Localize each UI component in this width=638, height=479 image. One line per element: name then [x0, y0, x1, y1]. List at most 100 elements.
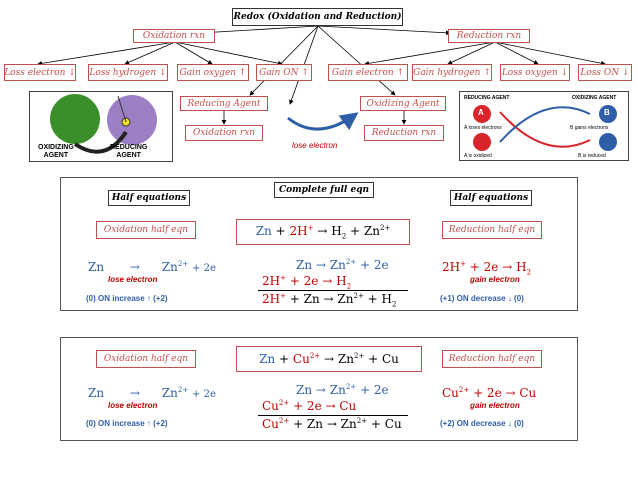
- ox-item-gain-oxygen: Gain oxygen ↑: [177, 64, 249, 81]
- eq-sup: 2+: [345, 258, 357, 266]
- oxidizing-agent-box: Oxidizing Agent: [360, 96, 446, 111]
- red-item-label: Loss oxygen ↓: [501, 67, 569, 78]
- eq-term: Zn → Zn: [296, 383, 346, 397]
- eq-term: Zn: [161, 260, 178, 274]
- eq-term: Zn: [259, 352, 276, 366]
- ra-title-text: REDUCING AGENT: [464, 95, 510, 101]
- eq-term: H: [331, 223, 342, 238]
- ox-item-label: Loss electron ↓: [4, 67, 76, 78]
- p2-lose-electron: lose electron: [108, 401, 158, 410]
- eq-term: Cu: [381, 352, 399, 366]
- eq-term: Zn: [88, 386, 105, 400]
- eq-term: + Zn → Zn: [285, 292, 354, 306]
- red-item-label: Gain electron ↑: [331, 67, 405, 78]
- oxidation-rxn-box: Oxidation rxn: [133, 29, 215, 43]
- eq-arrow: →: [129, 386, 140, 400]
- eq-arrow: →: [317, 223, 328, 238]
- eq-term: + Zn → Zn: [289, 417, 357, 431]
- p2-mid-eq-1: Zn → Zn2+ + 2e: [296, 383, 389, 397]
- red-item-label: Gain hydrogen ↑: [413, 67, 491, 78]
- eq-sup: 2+: [309, 352, 321, 360]
- p2-mid-eq-3: Cu2+ + Zn → Zn2+ + Cu: [262, 417, 402, 431]
- eq-sup: +: [307, 223, 314, 232]
- eq-rest: + 2e → H: [285, 274, 347, 288]
- eq-sub: 2: [346, 282, 352, 291]
- p2-gain-electron: gain electron: [470, 401, 520, 410]
- reduction-rxn-label: Reduction rxn: [456, 31, 522, 41]
- eq-term: 2H: [442, 260, 461, 274]
- eq-sup: 2+: [177, 386, 189, 394]
- half-eqn-right-label: Half equations: [453, 193, 529, 203]
- oxidizing-agent-label: Oxidizing Agent: [366, 98, 440, 109]
- half-eqn-right-box: Half equations: [450, 190, 532, 206]
- page-title: Redox (Oxidation and Reduction): [233, 12, 402, 22]
- eq-term: Cu: [292, 352, 310, 366]
- a-loses-text: A loses electrons: [464, 125, 502, 131]
- p1-mid-eq-1: Zn → Zn2+ + 2e: [296, 258, 389, 272]
- oa-result-label: Reduction rxn: [371, 128, 437, 138]
- eq-rest: + 2e → Cu: [289, 399, 357, 413]
- red-half-eqn-box-2: Reduction half eqn: [442, 350, 542, 368]
- eq-term: Cu: [442, 386, 459, 400]
- oxidation-rxn-label: Oxidation rxn: [142, 31, 206, 41]
- red-half-eqn-box: Reduction half eqn: [442, 221, 542, 239]
- red-item-gain-electron: Gain electron ↑: [328, 64, 408, 81]
- eq-term: + H: [363, 292, 392, 306]
- reducing-agent-caption: REDUCING AGENT: [110, 144, 148, 159]
- p2-right-oxidation-states: (+2) ON decrease ↓ (0): [440, 419, 524, 428]
- ox-item-label: Loss hydrogen ↓: [89, 67, 167, 78]
- agents-circles-graphic: [50, 94, 157, 154]
- ox-item-label: Gain ON ↑: [259, 67, 309, 78]
- eq-sup: 2+: [278, 399, 290, 407]
- eq-sup: 2+: [177, 260, 189, 268]
- reduction-rxn-box: Reduction rxn: [448, 29, 530, 43]
- p1-left-oxidation-states: (0) ON increase ↑ (+2): [86, 294, 168, 303]
- eq-sub: 2: [391, 300, 397, 309]
- eq-sup: 2+: [356, 417, 368, 425]
- full-eqn-2: Zn + Cu2+ → Zn2+ + Cu: [259, 352, 399, 366]
- ox-half-eqn-label: Oxidation half eqn: [103, 225, 189, 235]
- eq-term: Zn: [363, 223, 380, 238]
- agents-illustration: OXIDIZING AGENT REDUCING AGENT: [29, 91, 173, 162]
- eq-term: Cu: [262, 399, 279, 413]
- eq-sub: 2: [526, 268, 532, 277]
- full-eqn-1: Zn + 2H+ → H2 + Zn2+: [256, 224, 391, 240]
- red-item-label: Loss ON ↓: [580, 67, 630, 78]
- eq-arrow: →: [129, 260, 140, 274]
- eq-sup: 2+: [353, 292, 364, 300]
- ox-item-loss-electron: Loss electron ↓: [4, 64, 76, 81]
- eq-term: Zn: [337, 352, 354, 366]
- eq-term: Zn → Zn: [296, 258, 346, 272]
- p1-mid-eq-2: 2H+ + 2e → H2: [262, 274, 351, 290]
- eq-rest: + 2e → Cu: [469, 386, 537, 400]
- p1-right-eq: 2H+ + 2e → H2: [442, 260, 531, 276]
- eq-sup: 2+: [379, 223, 391, 232]
- oxidizing-agent-caption: OXIDIZING AGENT: [38, 144, 74, 159]
- eq-plus: +: [368, 352, 379, 366]
- eq-term: Zn: [161, 386, 178, 400]
- red-half-eqn-label: Reduction half eqn: [448, 225, 536, 235]
- eq-sup: +: [280, 274, 286, 282]
- eq-sup: +: [280, 292, 286, 300]
- ox-item-label: Gain oxygen ↑: [179, 67, 247, 78]
- eq-arrow: →: [323, 352, 335, 366]
- p2-left-eq: Zn → Zn2+ + 2e: [88, 386, 216, 400]
- eq-sup: 2+: [345, 383, 357, 391]
- eq-term: 2H: [289, 223, 308, 238]
- red-item-loss-on: Loss ON ↓: [578, 64, 632, 81]
- complete-eqn-label: Complete full eqn: [278, 185, 370, 195]
- a-oxidized-text: A is oxidized: [464, 153, 492, 159]
- eq-term: + Cu: [367, 417, 402, 431]
- p1-sum-line: [258, 290, 408, 291]
- eq-term: Zn: [88, 260, 105, 274]
- p2-right-eq: Cu2+ + 2e → Cu: [442, 386, 536, 400]
- eq-term: Zn: [255, 223, 272, 238]
- eq-sup: 2+: [278, 417, 290, 425]
- ox-half-eqn-label-2: Oxidation half eqn: [103, 354, 189, 364]
- eq-term: 2H: [262, 274, 281, 288]
- electron-transfer-illustration: A B REDUCING AGENT OXIDIZING AGENT A los…: [459, 91, 629, 161]
- reducing-agent-label: Reducing Agent: [187, 98, 261, 109]
- eq-plus: +: [279, 352, 290, 366]
- b-gains-text: B gains electrons: [570, 125, 609, 131]
- ox-half-eqn-box-2: Oxidation half eqn: [96, 350, 196, 368]
